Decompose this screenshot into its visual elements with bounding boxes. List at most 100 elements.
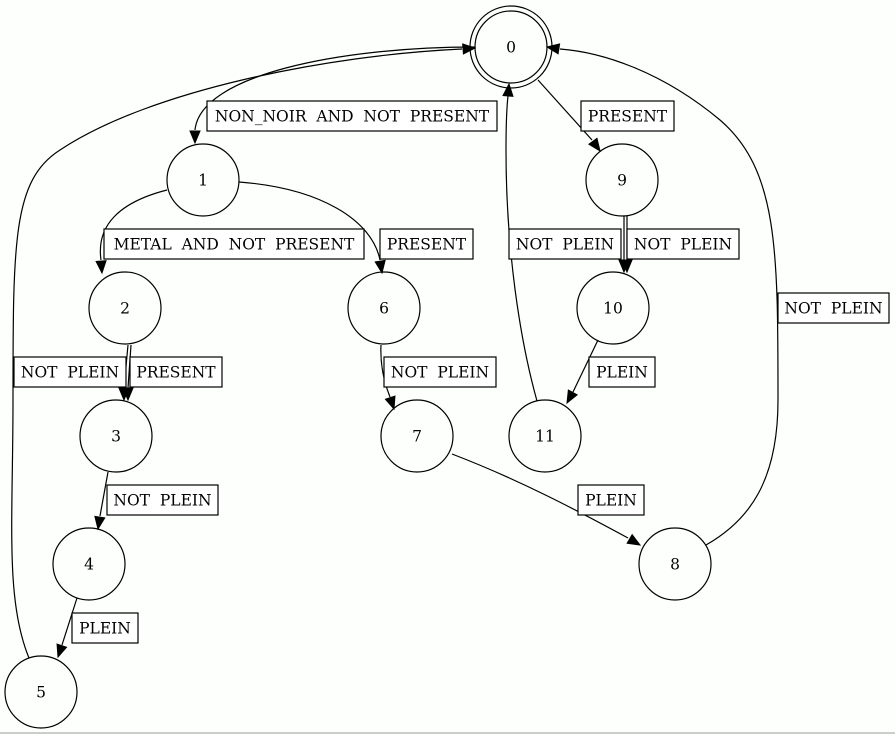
- state-label: 11: [535, 428, 555, 446]
- edge-label-text: NOT PLEIN: [113, 492, 211, 510]
- state-node-3: 3: [79, 399, 153, 473]
- arrowhead: [626, 533, 642, 546]
- state-label: 9: [617, 172, 627, 190]
- arrowhead: [566, 389, 579, 405]
- edge-label-text: NOT PLEIN: [391, 364, 489, 382]
- state-circle: [347, 271, 421, 345]
- state-node-5: 5: [4, 655, 78, 729]
- state-label: 3: [111, 428, 121, 446]
- edge-0-to-1: [189, 46, 476, 145]
- edge-label-box: [508, 228, 622, 260]
- edge-line: [61, 597, 78, 646]
- edge-label-box: [379, 228, 474, 260]
- edge-label-box: [777, 292, 890, 324]
- edge-1-to-6: [238, 181, 386, 275]
- edge-label-text: PRESENT: [588, 108, 668, 126]
- edge-line: [572, 339, 599, 393]
- state-node-7: 7: [380, 399, 454, 473]
- edge-label-3-to-4: NOT PLEIN: [106, 484, 219, 516]
- state-node-6: 6: [347, 271, 421, 345]
- edge-5-to-0: [11, 43, 477, 659]
- state-circle: [380, 399, 454, 473]
- edge-line: [380, 344, 391, 398]
- arrowhead: [384, 395, 396, 411]
- state-label: 2: [120, 300, 130, 318]
- edge-label-text: PRESENT: [387, 236, 467, 254]
- edge-line: [99, 189, 168, 261]
- state-circle: [52, 527, 126, 601]
- state-label: 1: [198, 172, 208, 190]
- edge-label-10-to-11: PLEIN: [588, 356, 656, 388]
- state-label: 4: [84, 556, 94, 574]
- edge-label-1-to-6: PRESENT: [379, 228, 474, 260]
- arrowhead: [95, 260, 107, 275]
- state-circle: [88, 271, 162, 345]
- edge-1-to-2: [95, 189, 168, 275]
- state-node-0: 0: [469, 5, 553, 89]
- state-circle: [638, 527, 712, 601]
- edge-7-to-8: [451, 453, 642, 546]
- edge-label-2-to-3: NOT PLEIN: [13, 356, 127, 388]
- edge-8-to-0: [545, 43, 779, 546]
- edge-label-box: [626, 228, 740, 260]
- state-circle: [576, 271, 650, 345]
- edge-label-text: NOT PLEIN: [784, 300, 882, 318]
- state-label: 7: [412, 428, 422, 446]
- edge-label-8-to-0: NOT PLEIN: [777, 292, 890, 324]
- edge-4-to-5: [56, 597, 78, 659]
- edge-3-to-4: [94, 471, 109, 531]
- state-label: 6: [379, 300, 389, 318]
- edge-label-text: NOT PLEIN: [516, 236, 614, 254]
- state-circle: [166, 143, 240, 217]
- edge-label-box: [577, 484, 645, 516]
- arrowhead: [56, 643, 68, 659]
- edge-label-1-to-2: METAL AND NOT PRESENT: [103, 228, 365, 260]
- arrowhead: [502, 82, 514, 97]
- edge-label-box: [580, 100, 675, 132]
- edge-label-text: METAL AND NOT PRESENT: [114, 236, 355, 254]
- state-node-10: 10: [576, 271, 650, 345]
- edge-label-2-to-3: PRESENT: [129, 356, 223, 388]
- edge-line: [99, 471, 109, 517]
- arrowhead: [462, 43, 477, 55]
- state-label: 10: [603, 300, 623, 318]
- state-node-11: 11: [508, 399, 582, 473]
- edge-label-0-to-9: PRESENT: [580, 100, 675, 132]
- edge-label-box: [588, 356, 656, 388]
- edge-label-box: [71, 612, 139, 644]
- state-node-2: 2: [88, 271, 162, 345]
- edge-label-text: PLEIN: [79, 620, 131, 638]
- edge-label-4-to-5: PLEIN: [71, 612, 139, 644]
- edge-6-to-7: [380, 344, 396, 411]
- edge-label-9-to-10: NOT PLEIN: [626, 228, 740, 260]
- edge-line: [505, 95, 538, 402]
- edge-label-7-to-8: PLEIN: [577, 484, 645, 516]
- state-circle: [474, 10, 548, 84]
- edge-line: [11, 48, 463, 659]
- state-node-1: 1: [166, 143, 240, 217]
- edge-label-text: NOT PLEIN: [634, 236, 732, 254]
- state-label: 0: [506, 39, 516, 57]
- state-circle: [585, 143, 659, 217]
- state-node-4: 4: [52, 527, 126, 601]
- edge-label-6-to-7: NOT PLEIN: [383, 356, 497, 388]
- edge-label-box: [13, 356, 127, 388]
- edge-label-9-to-10: NOT PLEIN: [508, 228, 622, 260]
- arrowhead: [587, 137, 601, 153]
- arrowhead: [122, 387, 134, 402]
- accepting-state-outer-circle: [469, 5, 553, 89]
- edge-label-text: NON_NOIR AND NOT PRESENT: [215, 108, 490, 126]
- state-circle: [4, 655, 78, 729]
- edge-line: [238, 181, 381, 261]
- edge-label-box: [129, 356, 223, 388]
- arrowhead: [94, 515, 106, 531]
- arrowhead: [189, 130, 201, 145]
- edge-11-to-0: [502, 82, 538, 402]
- edge-label-text: PLEIN: [596, 364, 648, 382]
- edge-label-box: [383, 356, 497, 388]
- edge-line: [194, 46, 476, 131]
- edge-label-text: PRESENT: [136, 364, 216, 382]
- edge-10-to-11: [566, 339, 599, 405]
- arrowhead: [545, 43, 561, 55]
